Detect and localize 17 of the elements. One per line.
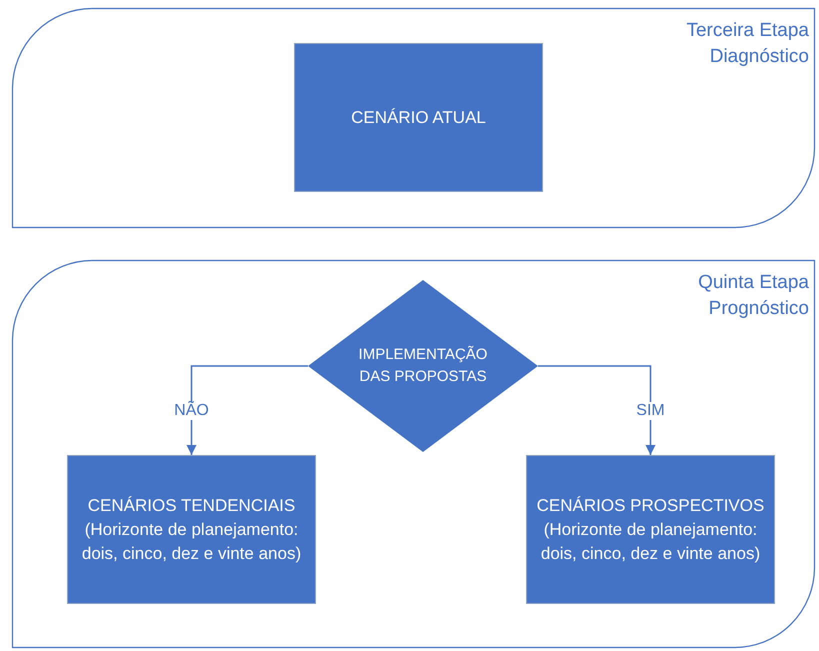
arrow <box>538 365 656 455</box>
box-note: (Horizonte de planejamento: dois, cinco, dez e vinte anos) <box>80 518 302 564</box>
box-title: CENÁRIOS TENDENCIAIS <box>88 494 296 516</box>
stage-panel <box>12 260 815 648</box>
stage-heading: Quinta Etapa Prognóstico <box>697 271 809 321</box>
arrow <box>186 365 308 455</box>
stage-heading: Terceira Etapa Diagnóstico <box>685 19 809 69</box>
decision-text: IMPLEMENTAÇÃO DAS PROPOSTAS <box>358 344 488 387</box>
process-box <box>67 455 316 604</box>
box-title: CENÁRIOS PROSPECTIVOS <box>536 494 764 516</box>
box-note: (Horizonte de planejamento: dois, cinco, dez e vinte anos) <box>540 518 762 564</box>
edge-label: NÃO <box>172 402 211 420</box>
stage-panel <box>12 8 815 228</box>
process-box <box>526 455 775 604</box>
box-title: CENÁRIO ATUAL <box>351 106 486 128</box>
decision-diamond <box>308 280 538 452</box>
process-box <box>294 43 543 192</box>
